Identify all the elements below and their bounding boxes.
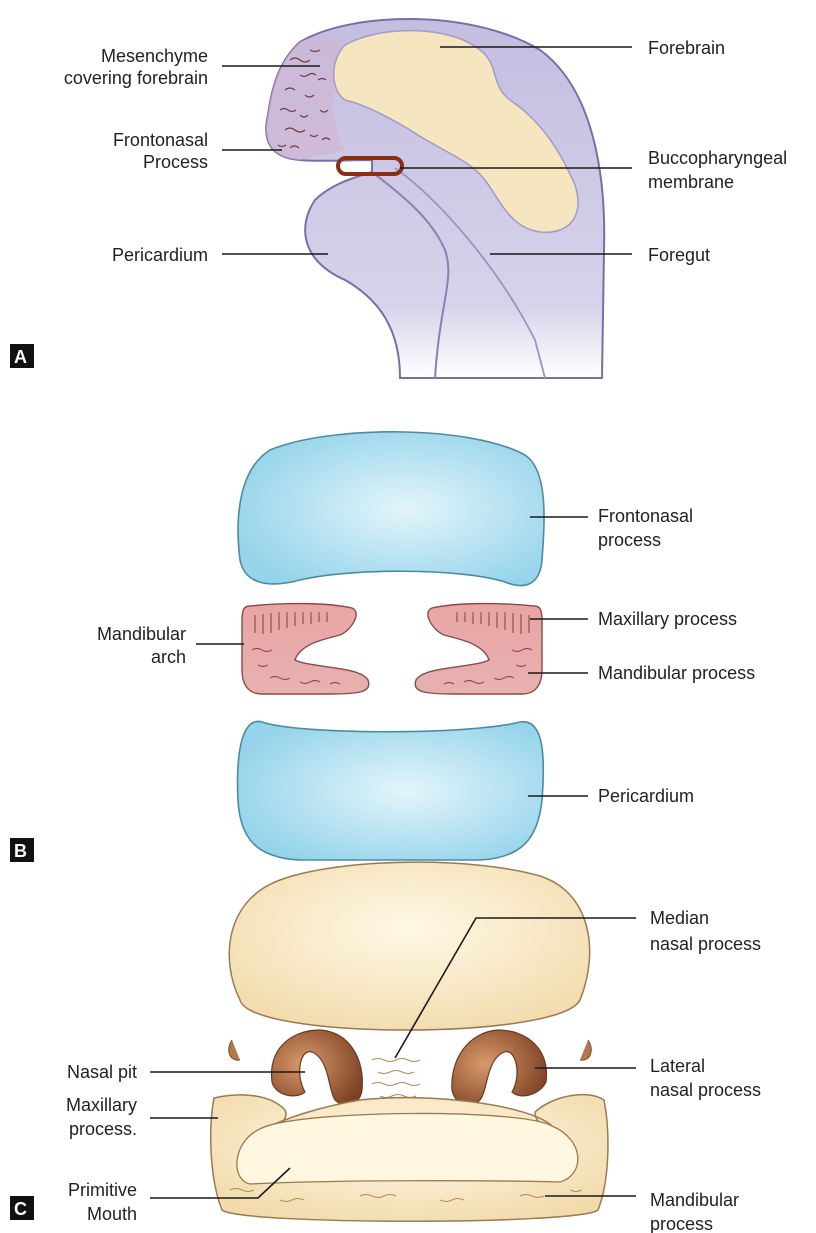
left-notch	[229, 1040, 240, 1060]
label-maxillary-b: Maxillary process	[598, 609, 737, 629]
panel-a: Mesenchyme covering forebrain Frontonasa…	[10, 19, 787, 378]
panel-c: Median nasal process Nasal pit Maxillary…	[10, 862, 761, 1233]
label-mandibular-c-2: process	[650, 1214, 713, 1233]
label-forebrain: Forebrain	[648, 38, 725, 58]
label-mesenchyme-1: Mesenchyme	[101, 46, 208, 66]
nasal-pit-left	[272, 1030, 363, 1105]
label-primitive-1: Primitive	[68, 1180, 137, 1200]
panel-b-badge-text: B	[14, 841, 27, 861]
mandibular-arch-right	[415, 604, 542, 694]
median-texture	[372, 1059, 420, 1098]
right-notch	[580, 1040, 591, 1060]
label-median-1: Median	[650, 908, 709, 928]
label-nasal-pit: Nasal pit	[67, 1062, 137, 1082]
frontonasal-dome	[229, 862, 589, 1030]
frontonasal-process-b	[238, 432, 544, 586]
label-pericardium-b: Pericardium	[598, 786, 694, 806]
label-lateral-1: Lateral	[650, 1056, 705, 1076]
label-primitive-2: Mouth	[87, 1204, 137, 1224]
label-foregut: Foregut	[648, 245, 710, 265]
nasal-pit-right	[452, 1030, 547, 1105]
pericardium-b	[238, 721, 544, 860]
label-bucco-2: membrane	[648, 172, 734, 192]
mandibular-arch-left	[242, 604, 369, 694]
label-mesenchyme-2: covering forebrain	[64, 68, 208, 88]
label-frontonasal-a-2: Process	[143, 152, 208, 172]
label-mandibular-c-1: Mandibular	[650, 1190, 739, 1210]
label-median-2: nasal process	[650, 934, 761, 954]
primitive-mouth	[237, 1113, 578, 1184]
label-maxillary-c-1: Maxillary	[66, 1095, 137, 1115]
label-maxillary-c-2: process.	[69, 1119, 137, 1139]
label-pericardium-a: Pericardium	[112, 245, 208, 265]
label-mandibular-arch-1: Mandibular	[97, 624, 186, 644]
label-frontonasal-b-1: Frontonasal	[598, 506, 693, 526]
label-lateral-2: nasal process	[650, 1080, 761, 1100]
panel-a-badge-text: A	[14, 347, 27, 367]
label-frontonasal-a-1: Frontonasal	[113, 130, 208, 150]
label-bucco-1: Buccopharyngeal	[648, 148, 787, 168]
label-frontonasal-b-2: process	[598, 530, 661, 550]
panel-c-badge-text: C	[14, 1199, 27, 1219]
label-mandibular-arch-2: arch	[151, 647, 186, 667]
panel-b: Frontonasal process Mandibular arch Maxi…	[10, 432, 755, 862]
label-mandibular-b: Mandibular process	[598, 663, 755, 683]
